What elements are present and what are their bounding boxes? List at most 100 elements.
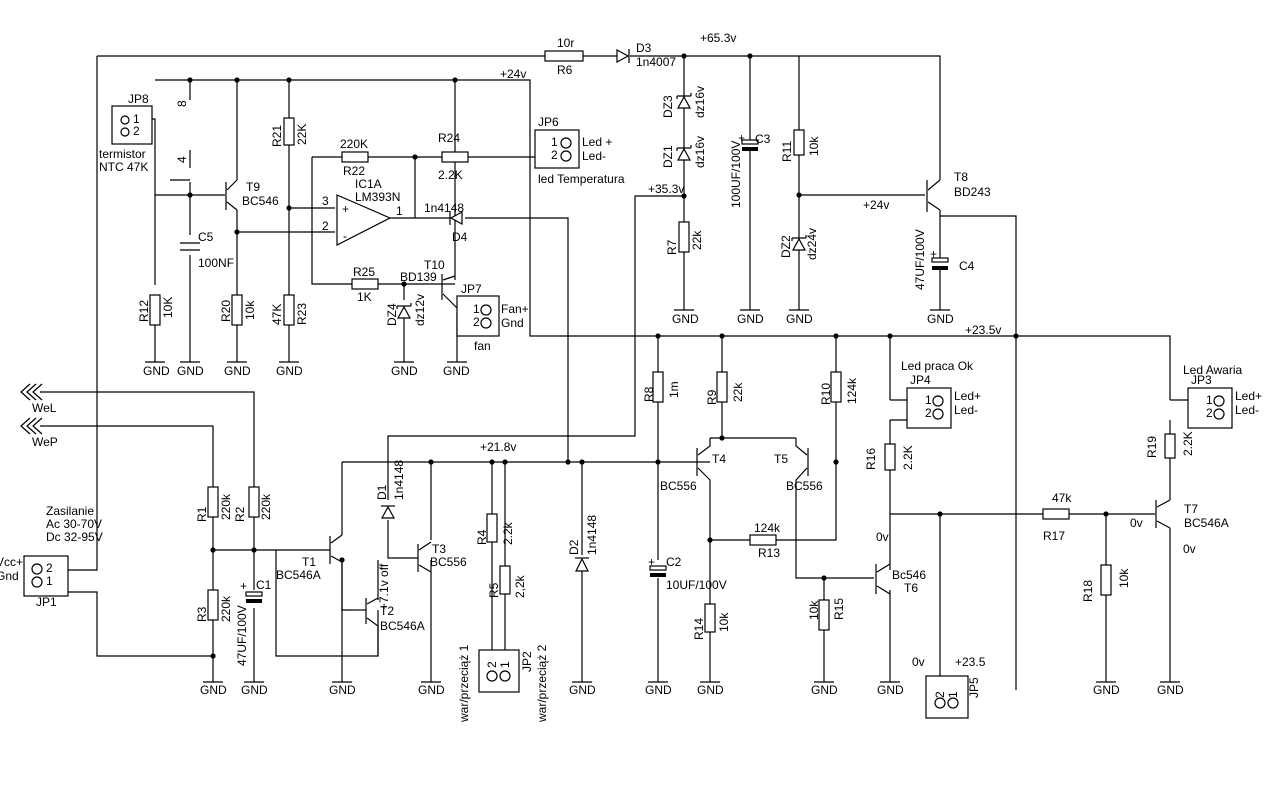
transistor-t3 xyxy=(417,541,432,573)
r20-ref: R20 xyxy=(219,300,233,322)
resistor-r19 xyxy=(1164,433,1176,459)
dz1-value: dz16v xyxy=(693,136,707,168)
t5-ref: T5 xyxy=(774,452,788,466)
resistor-r15 xyxy=(818,599,830,631)
jp5-zero: 0v xyxy=(912,655,925,669)
gnd-12: GND xyxy=(241,683,268,697)
r14-value: 10k xyxy=(717,612,731,632)
port-arrows xyxy=(20,383,43,435)
transistors xyxy=(225,179,1171,656)
r4-ref: R4 xyxy=(475,529,489,545)
r15-ref: R15 xyxy=(832,598,846,620)
ic1a-minus: - xyxy=(343,229,347,243)
rail-24v: +24v xyxy=(500,67,526,81)
jp2-pin1: 1 xyxy=(498,661,512,668)
r15-value: 10k xyxy=(807,600,821,620)
t6-zero: 0v xyxy=(876,530,889,544)
rail-23v: +23.5v xyxy=(965,323,1001,337)
gnd-3: GND xyxy=(224,364,251,378)
resistor-r22 xyxy=(341,151,369,163)
t7-zero-left: 0v xyxy=(1130,516,1143,530)
jp7-sig1: Fan+ xyxy=(501,302,529,316)
jp4-pin1: 1 xyxy=(925,393,932,407)
r3-value: 220k xyxy=(219,595,233,622)
connector-jp8 xyxy=(111,105,156,145)
diodes xyxy=(380,48,807,572)
ic1a-pin1: 1 xyxy=(396,204,403,218)
jp1-label2: Ac 30-70V xyxy=(46,517,102,531)
dz4-value: dz12v xyxy=(413,294,427,326)
ic1a-plus: + xyxy=(342,202,349,216)
r1-value: 220k xyxy=(219,493,233,520)
gnd-6: GND xyxy=(443,364,470,378)
jp6-pin1: 1 xyxy=(551,135,558,149)
jp2-pin2: 2 xyxy=(485,661,499,668)
gnd-8: GND xyxy=(737,312,764,326)
r7-value: 22k xyxy=(690,230,704,250)
r8-ref: R8 xyxy=(642,386,656,402)
port-wep: WeP xyxy=(32,435,58,449)
resistor-r1 xyxy=(207,486,219,518)
jp8-ref: JP8 xyxy=(128,92,149,106)
diode-d1 xyxy=(380,505,396,519)
connector-jp5 xyxy=(925,675,969,719)
jp3-pin1: 1 xyxy=(1206,393,1213,407)
zener-dz4 xyxy=(396,303,412,319)
transistor-t5 xyxy=(795,438,809,481)
ic1a-value: LM393N xyxy=(355,190,400,204)
jp5-pin1: 1 xyxy=(946,691,960,698)
rail-24v-t8: +24v xyxy=(863,198,889,212)
jp2-ref: JP2 xyxy=(520,651,534,672)
r8-value: 1m xyxy=(667,381,681,398)
resistor-r20 xyxy=(231,294,243,326)
jp7-pin1: 1 xyxy=(473,302,480,316)
r5-ref: R5 xyxy=(487,582,501,598)
gnd-5: GND xyxy=(391,364,418,378)
c1-value: 47UF/100V xyxy=(235,605,249,666)
r2-value: 220k xyxy=(259,493,273,520)
r10-ref: R10 xyxy=(819,383,833,405)
resistor-r24 xyxy=(441,151,469,163)
jp6-pin2: 2 xyxy=(551,148,558,162)
c3-plus: + xyxy=(738,131,745,145)
r24-ref: R24 xyxy=(438,131,460,145)
gnd-14: GND xyxy=(418,683,445,697)
junction-dots xyxy=(187,53,1109,659)
r2-ref: R2 xyxy=(233,506,247,522)
jp8-label2: NTC 47K xyxy=(99,160,148,174)
connector-jp7 xyxy=(456,295,500,337)
t9-value: BC546 xyxy=(242,194,279,208)
jp7-ref: JP7 xyxy=(461,282,482,296)
d3-ref: D3 xyxy=(636,41,652,55)
resistor-r9 xyxy=(716,371,728,403)
transistor-t2 xyxy=(355,597,379,656)
jp4-sig1: Led+ xyxy=(954,389,981,403)
jp6-sig1: Led + xyxy=(582,135,612,149)
ic1a-pin3: 3 xyxy=(322,194,329,208)
t6-value: Bc546 xyxy=(892,568,926,582)
jp8-pin1: 1 xyxy=(133,112,140,126)
dz1-ref: DZ1 xyxy=(661,145,675,168)
gnd-7: GND xyxy=(672,312,699,326)
gnd-9: GND xyxy=(786,312,813,326)
jp4-sig2: Led- xyxy=(954,403,978,417)
jp5-pin2: 2 xyxy=(933,691,947,698)
jp5-voltage: +23.5 xyxy=(955,655,986,669)
r1-ref: R1 xyxy=(195,506,209,522)
jp1-pin1: 1 xyxy=(46,574,53,588)
gnd-10: GND xyxy=(927,312,954,326)
r13-ref: R13 xyxy=(758,546,780,560)
jp8-label1: termistor xyxy=(99,147,146,161)
resistor-r25 xyxy=(351,278,379,290)
resistor-r12 xyxy=(149,294,161,326)
jp4-ref: JP4 xyxy=(910,373,931,387)
capacitor-c4 xyxy=(931,257,949,270)
d4-value: 1n4148 xyxy=(424,201,464,215)
jp7-label: fan xyxy=(474,339,491,353)
transistor-t1 xyxy=(329,534,343,564)
r4-value: 2.2k xyxy=(501,521,515,545)
capacitor-c3 xyxy=(741,139,759,151)
c4-value: 47UF/100V xyxy=(913,229,927,290)
gnd-17: GND xyxy=(697,683,724,697)
c5-ref: C5 xyxy=(198,230,214,244)
